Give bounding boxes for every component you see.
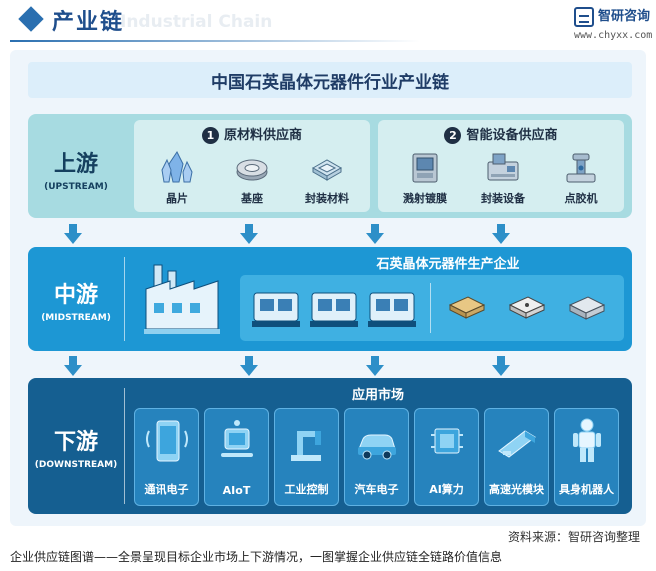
flow-arrow-icon (240, 356, 258, 376)
footer-caption: 企业供应链图谱——全景呈现目标企业市场上下游情况，一图掌握企业供应链全链路价值信… (10, 550, 503, 564)
flow-arrow-icon (492, 224, 510, 244)
midstream-label-en: (MIDSTREAM) (41, 313, 111, 323)
midstream-products-box (240, 275, 624, 341)
flow-arrow-icon (366, 224, 384, 244)
application-label: 汽车电子 (354, 483, 399, 496)
smd-crystal-icon (568, 296, 606, 320)
equipment-group-title: 2 智能设备供应商 (378, 124, 624, 144)
application-label: AIoT (222, 484, 251, 497)
application-industrial-control: 工业控制 (274, 408, 339, 506)
dispenser-robot-icon (566, 153, 596, 183)
upstream-item-packaging-material: 封装材料 (292, 150, 362, 206)
upstream-label-en: (UPSTREAM) (44, 182, 108, 192)
robot-arm-icon (291, 431, 321, 461)
upstream-item-label: 基座 (241, 192, 263, 205)
humanoid-robot-icon (573, 418, 601, 462)
application-aiot: AIoT (204, 408, 269, 506)
midstream-title: 石英晶体元器件生产企业 (376, 257, 520, 272)
upstream-tier: 上游 (UPSTREAM) 1 原材料供应商 晶片 基座 (28, 114, 632, 218)
application-automotive: 汽车电子 (344, 408, 409, 506)
group-title-text: 智能设备供应商 (466, 128, 558, 143)
page-title: 产业链 (52, 10, 125, 35)
product-divider (430, 283, 431, 333)
source-note: 资料来源：智研咨询整理 (508, 530, 641, 544)
upstream-item-packaging-equipment: 封装设备 (468, 150, 538, 206)
upstream-item-sputtering: 溅射镀膜 (390, 150, 460, 206)
application-label: AI算力 (429, 483, 464, 496)
application-optical-module: 高速光模块 (484, 408, 549, 506)
tier-divider (124, 257, 125, 341)
downstream-tier: 下游 (DOWNSTREAM) 应用市场 通讯电子 AIoT 工业控制 (28, 378, 632, 514)
smartphone-icon (146, 420, 188, 462)
crystal-icon (161, 151, 193, 183)
flow-arrow-icon (366, 356, 384, 376)
ring-base-icon (236, 159, 268, 181)
upstream-item-label: 封装设备 (481, 192, 525, 205)
application-communication: 通讯电子 (134, 408, 199, 506)
group-number-badge: 1 (201, 127, 219, 144)
brand-url: www.chyxx.com (574, 30, 653, 41)
packaging-machine-icon (487, 153, 519, 181)
upstream-item-label: 点胶机 (564, 192, 598, 205)
production-line-icon (368, 292, 416, 327)
header-watermark: Industrial Chain (120, 12, 273, 32)
factory-icon (144, 264, 220, 334)
crystal-oscillator-icon (508, 296, 546, 319)
header-diamond-icon (18, 6, 44, 32)
brand-logo-icon (574, 7, 594, 27)
raw-material-group: 1 原材料供应商 晶片 基座 封装材料 (134, 120, 370, 212)
flow-arrow-icon (64, 224, 82, 244)
car-icon (358, 434, 396, 460)
upstream-item-label: 溅射镀膜 (403, 192, 447, 205)
upstream-item-label: 封装材料 (305, 192, 349, 205)
upstream-label-cn: 上游 (53, 152, 98, 177)
package-tray-icon (311, 159, 343, 181)
flow-arrow-icon (64, 356, 82, 376)
midstream-label-cn: 中游 (53, 283, 98, 308)
application-embodied-robot: 具身机器人 (554, 408, 619, 506)
upstream-item-label: 晶片 (166, 192, 188, 205)
production-line-icon (310, 292, 358, 327)
application-ai-computing: AI算力 (414, 408, 479, 506)
midstream-label: 中游 (MIDSTREAM) (28, 277, 124, 323)
upstream-item-wafer: 晶片 (142, 150, 212, 206)
upstream-label: 上游 (UPSTREAM) (28, 146, 124, 192)
application-label: 工业控制 (284, 483, 329, 496)
sputter-machine-icon (412, 153, 438, 183)
application-label: 具身机器人 (559, 483, 614, 496)
downstream-label-en: (DOWNSTREAM) (34, 460, 118, 470)
midstream-tier: 中游 (MIDSTREAM) 石英晶体元器件生产企业 (28, 247, 632, 351)
equipment-group: 2 智能设备供应商 溅射镀膜 封装设备 (378, 120, 624, 212)
brand-name: 智研咨询 (598, 9, 651, 24)
raw-material-group-title: 1 原材料供应商 (134, 124, 370, 144)
main-title: 中国石英晶体元器件行业产业链 (211, 73, 449, 93)
group-number-badge: 2 (444, 127, 462, 144)
production-line-icon (252, 292, 300, 327)
tier-divider (124, 388, 125, 504)
upstream-item-base: 基座 (217, 150, 287, 206)
downstream-title: 应用市场 (351, 388, 404, 403)
crystal-component-icon (448, 296, 486, 319)
flow-arrow-icon (492, 356, 510, 376)
application-label: 通讯电子 (144, 483, 189, 496)
header: 产业链 Industrial Chain 智研咨询 www.chyxx.com (0, 0, 656, 50)
group-title-text: 原材料供应商 (223, 128, 302, 143)
main-title-bar: 中国石英晶体元器件行业产业链 (28, 62, 632, 98)
flow-arrow-icon (240, 224, 258, 244)
optical-module-icon (498, 430, 536, 458)
downstream-label: 下游 (DOWNSTREAM) (28, 424, 124, 470)
upstream-item-dispenser: 点胶机 (546, 150, 616, 206)
aiot-device-icon (221, 420, 253, 457)
application-label: 高速光模块 (489, 483, 544, 496)
ai-chip-icon (431, 428, 463, 454)
downstream-label-cn: 下游 (53, 430, 98, 455)
header-underline (10, 40, 420, 42)
